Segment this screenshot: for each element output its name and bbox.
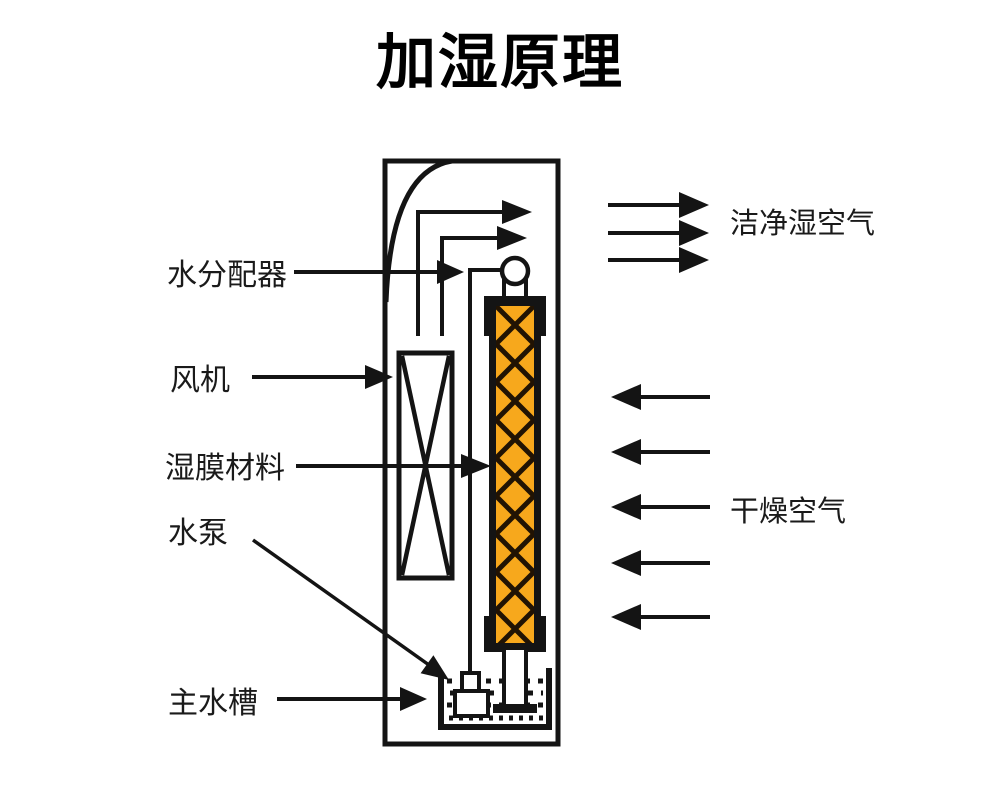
wet-membrane-label: 湿膜材料 [165,452,285,485]
column-pedestal-stem [502,646,528,708]
clean-air-arrow-icon [608,192,709,218]
dry-air-arrow-icon [611,604,710,630]
clean-air-arrow-icon [608,220,709,246]
page-title: 加湿原理 [376,29,624,96]
fan-label: 风机 [170,364,230,397]
main-water-tank-outline [438,668,552,730]
dry-air-label: 干燥空气 [730,495,846,528]
clean-air-arrow-icon [608,247,709,273]
column-pedestal-foot [493,704,537,713]
tank-pointer-arrow-icon [277,687,427,711]
internal-airflow-arrow-icon [416,200,532,336]
membrane-lattice-pattern [496,306,534,643]
clean-humid-air-label: 洁净湿空气 [730,207,875,240]
dry-air-arrow-icon [611,439,710,465]
internal-airflow-arrow-icon [440,226,527,336]
dry-air-arrow-icon [611,550,710,576]
dry-air-arrow-icon [611,494,710,520]
water-distributor-ball [499,255,531,287]
water-distributor-label: 水分配器 [167,259,287,292]
main-tank-label: 主水槽 [168,687,258,720]
water-pump-symbol [453,671,490,718]
fan-pointer-arrow-icon [252,365,393,389]
pump-to-distributor-pipe [468,268,501,672]
cabinet-outline [382,158,561,747]
water-distributor-pointer-arrow-icon [294,260,464,284]
pump-pointer-arrow-icon [251,538,449,680]
wet-membrane-column [484,296,546,652]
membrane-pointer-arrow-icon [296,454,491,478]
dry-air-arrow-icon [611,384,710,410]
water-pump-label: 水泵 [168,517,228,550]
